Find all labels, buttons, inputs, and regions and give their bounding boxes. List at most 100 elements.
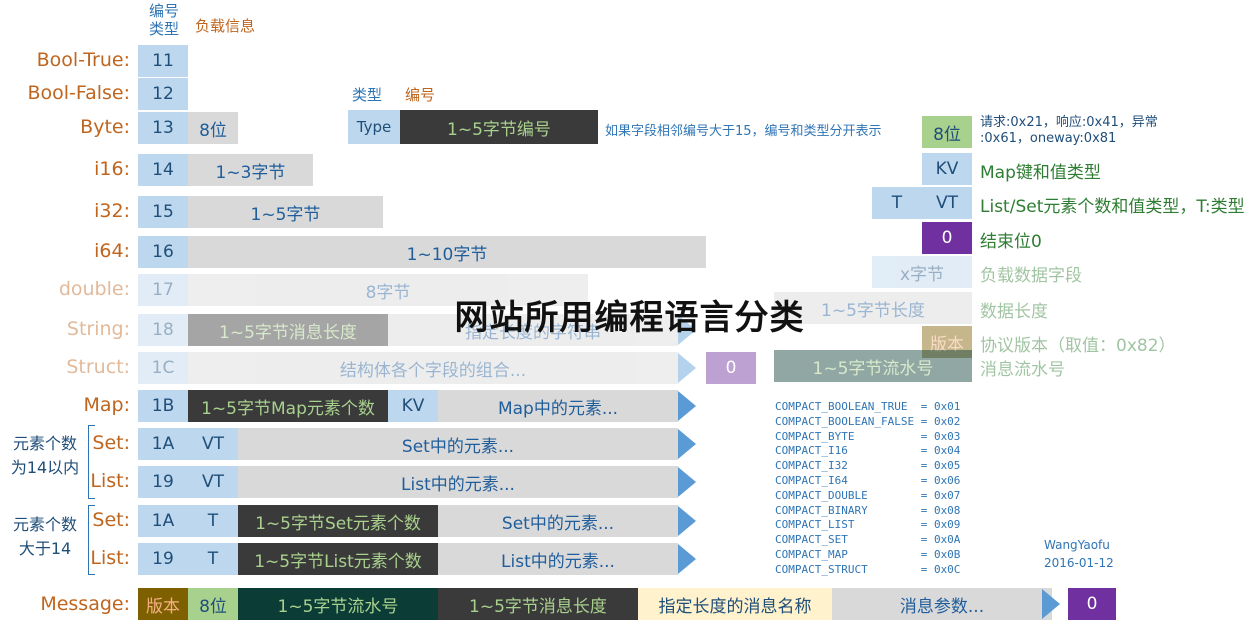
- field-type-cell: Type: [348, 110, 400, 144]
- row-label: List:: [90, 470, 130, 492]
- code-line: COMPACT_I64 = 0x06: [775, 473, 961, 487]
- field-num-label: 编号: [405, 86, 436, 104]
- row-t: T: [188, 505, 238, 537]
- row-label: Byte:: [80, 116, 130, 138]
- continue-arrow: [678, 429, 696, 459]
- row-vt: VT: [188, 466, 238, 498]
- legend-key-type: T: [872, 187, 922, 219]
- row-elements: Set中的元素...: [438, 505, 678, 537]
- legend-text: 请求:0x21，响应:0x41，异常 :0x61，oneway:0x81: [980, 115, 1158, 146]
- code-line: COMPACT_I32 = 0x05: [775, 459, 961, 473]
- continue-arrow: [678, 544, 696, 574]
- row-code: 1B: [138, 390, 188, 422]
- row-elements: List中的元素...: [238, 466, 678, 498]
- brace-small: [88, 425, 95, 499]
- row-payload: 结构体各个字段的组合...: [188, 352, 678, 384]
- continue-arrow: [678, 506, 696, 536]
- author-name: WangYaofu: [1044, 538, 1110, 552]
- legend-key: 版本: [922, 326, 972, 358]
- legend-key: VT: [922, 187, 972, 219]
- side-label-small: 元素个数 为14以内: [10, 434, 80, 477]
- row-code: 13: [138, 112, 188, 144]
- code-line: COMPACT_SET = 0x0A: [775, 533, 961, 547]
- row-code: 19: [138, 543, 188, 575]
- row-label: Map:: [83, 394, 131, 416]
- row-payload: 8字节: [188, 274, 588, 306]
- field-note: 如果字段相邻编号大于15，编号和类型分开表示: [605, 124, 882, 139]
- legend-text: Map键和值类型: [980, 163, 1101, 183]
- message-name: 指定长度的消息名称: [638, 588, 832, 620]
- row-payload: 1~3字节: [188, 154, 313, 186]
- side-label-large: 元素个数 大于14: [12, 515, 77, 558]
- row-count: 1~5字节Set元素个数: [238, 505, 438, 537]
- continue-arrow: [678, 467, 696, 497]
- row-label: Set:: [92, 509, 130, 531]
- row-payload: 8位: [188, 112, 238, 144]
- row-elements: Map中的元素...: [438, 390, 678, 422]
- code-line: COMPACT_BOOLEAN_TRUE = 0x01: [775, 400, 961, 413]
- row-code: 18: [138, 314, 188, 346]
- row-elements: List中的元素...: [438, 543, 678, 575]
- row-code: 16: [138, 236, 188, 268]
- row-code: 17: [138, 274, 188, 306]
- row-code: 1A: [138, 505, 188, 537]
- row-label: String:: [66, 318, 130, 340]
- message-arrow: [1042, 589, 1060, 619]
- message-params: 消息参数...: [832, 588, 1052, 620]
- legend-text: 协议版本（取值：0x82）: [980, 336, 1176, 356]
- legend-key: 1~5字节流水号: [774, 350, 972, 382]
- message-end: 0: [1068, 588, 1116, 620]
- header-code-type: 编号 类型: [148, 2, 179, 38]
- row-code: 12: [138, 78, 188, 110]
- row-label: Bool-True:: [36, 49, 130, 71]
- overlay-title: 网站所用编程语言分类: [454, 298, 805, 338]
- row-label: Set:: [92, 432, 130, 454]
- field-type-label: 类型: [352, 86, 383, 104]
- field-num-cell: 1~5字节编号: [400, 110, 598, 144]
- code-line: COMPACT_LIST = 0x09: [775, 518, 961, 532]
- row-label: Struct:: [66, 356, 130, 378]
- legend-key: 8位: [922, 116, 972, 148]
- legend-text: 消息流水号: [980, 360, 1065, 380]
- legend-key: 0: [922, 222, 972, 254]
- row-label: i64:: [94, 240, 130, 262]
- legend-text: List/Set元素个数和值类型，T:类型: [980, 197, 1245, 217]
- message-seq: 1~5字节流水号: [238, 588, 438, 620]
- row-count: 1~5字节List元素个数: [238, 543, 438, 575]
- continue-arrow: [678, 353, 696, 383]
- continue-arrow: [678, 315, 696, 345]
- code-line: COMPACT_BYTE = 0x03: [775, 429, 961, 443]
- legend-text: 结束位0: [980, 232, 1042, 252]
- row-payload: 1~5字节: [188, 196, 383, 228]
- message-label: Message:: [40, 593, 130, 615]
- brace-large: [88, 505, 95, 575]
- message-bits: 8位: [188, 588, 238, 620]
- row-count: 1~5字节Map元素个数: [188, 390, 388, 422]
- row-payload-string: 指定长度的字符串: [388, 314, 678, 346]
- row-label: i16:: [94, 158, 130, 180]
- row-label: i32:: [94, 200, 130, 222]
- row-payload: 1~5字节消息长度: [188, 314, 388, 346]
- code-line: COMPACT_BINARY = 0x08: [775, 503, 961, 517]
- row-code: 19: [138, 466, 188, 498]
- message-version: 版本: [138, 588, 188, 620]
- code-line: COMPACT_MAP = 0x0B: [775, 547, 961, 561]
- row-end: 0: [706, 352, 756, 384]
- row-payload: 1~10字节: [188, 236, 706, 268]
- continue-arrow: [678, 391, 696, 421]
- code-line: COMPACT_DOUBLE = 0x07: [775, 488, 961, 502]
- message-len: 1~5字节消息长度: [438, 588, 638, 620]
- row-code: 11: [138, 45, 188, 77]
- row-code: 14: [138, 154, 188, 186]
- legend-key: x字节: [872, 256, 972, 288]
- row-code: 1C: [138, 352, 188, 384]
- row-code: 1A: [138, 428, 188, 460]
- row-kv: KV: [388, 390, 438, 422]
- legend-key: 1~5字节长度: [774, 292, 972, 324]
- row-t: T: [188, 543, 238, 575]
- author-date: 2016-01-12: [1044, 556, 1114, 570]
- row-label: double:: [58, 278, 130, 300]
- legend-text: 负载数据字段: [980, 266, 1082, 286]
- row-code: 15: [138, 196, 188, 228]
